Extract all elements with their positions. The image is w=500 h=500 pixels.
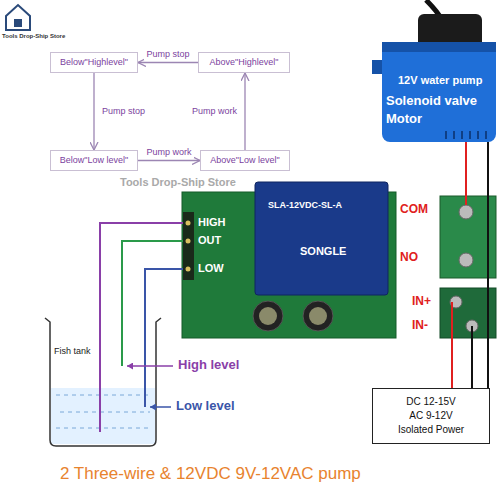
node-text: DC 12-15V [381,395,481,409]
arrow-label: Pump work [190,106,239,116]
pump-label: Solenoid valve [386,94,477,109]
flow-arrow [93,73,94,150]
pin-name: HIGH [198,216,226,229]
logo-house [6,5,30,30]
watermark: Tools Drop-Ship Store [120,176,236,189]
pump-label: 12V water pump [398,74,482,87]
capacitor-top [309,307,327,325]
node-text: AC 9-12V [381,409,481,423]
red-wire [451,302,453,388]
node-text: Above"Low level" [206,155,284,166]
relay-brand: SONGLE [300,245,346,258]
pump-label: Motor [386,112,422,127]
water-ripples [56,395,150,428]
arrow-label: Pump work [144,147,193,157]
probe-header [183,212,194,280]
relay [255,182,388,295]
flow-arrow [138,62,198,63]
flow-arrow [244,73,245,150]
arrow-label: Pump stop [100,106,147,116]
level-label: Low level [176,399,235,414]
black-wire [487,142,489,388]
terminal-screw [459,205,473,219]
arrow-label: Pump stop [144,49,191,59]
fish-tank [45,318,161,446]
capacitor-top [259,307,277,325]
pump-rim [382,42,496,52]
power-supply-box: DC 12-15VAC 9-12VIsolated Power [372,388,490,444]
red-wire [465,142,467,205]
water [51,388,155,444]
node-text: Isolated Power [381,423,481,437]
capacitor [253,301,283,331]
pump-vents [446,131,486,139]
pump-body [382,42,496,142]
state-box: Below"Highlevel" [50,52,138,73]
state-box: Below"Low level" [50,150,138,171]
leader-line [127,365,173,367]
terminal-name: IN- [412,319,428,333]
probe-wire [145,269,183,407]
terminal-screw [459,253,473,267]
level-label: High level [178,358,239,373]
capacitor [303,301,333,331]
relay-model: SLA-12VDC-SL-A [268,200,342,210]
probe-wire [122,241,183,366]
flow-arrow [138,160,200,161]
node-text: Below"Low level" [56,155,132,166]
node-text: Below"Highlevel" [56,57,132,68]
logo-window [14,19,22,27]
pin-name: LOW [198,262,224,275]
state-box: Above"Low level" [200,150,290,171]
state-box: Above"Highlevel" [198,52,290,73]
terminal-name: IN+ [412,295,431,309]
tank-label: Fish tank [54,346,91,356]
header-pin [186,239,191,244]
pin-name: OUT [198,234,221,247]
store-logo-text: Tools Drop-Ship Store [2,33,65,40]
terminal-name: NO [400,251,418,265]
probe-wire [100,223,183,432]
header-pin [186,221,191,226]
black-wire [471,326,473,388]
header-pin [186,267,191,272]
node-text: Above"Highlevel" [204,57,284,68]
terminal-name: COM [400,203,428,217]
caption: 2 Three-wire & 12VDC 9V-12VAC pump [60,464,361,484]
leader-line [150,406,171,408]
